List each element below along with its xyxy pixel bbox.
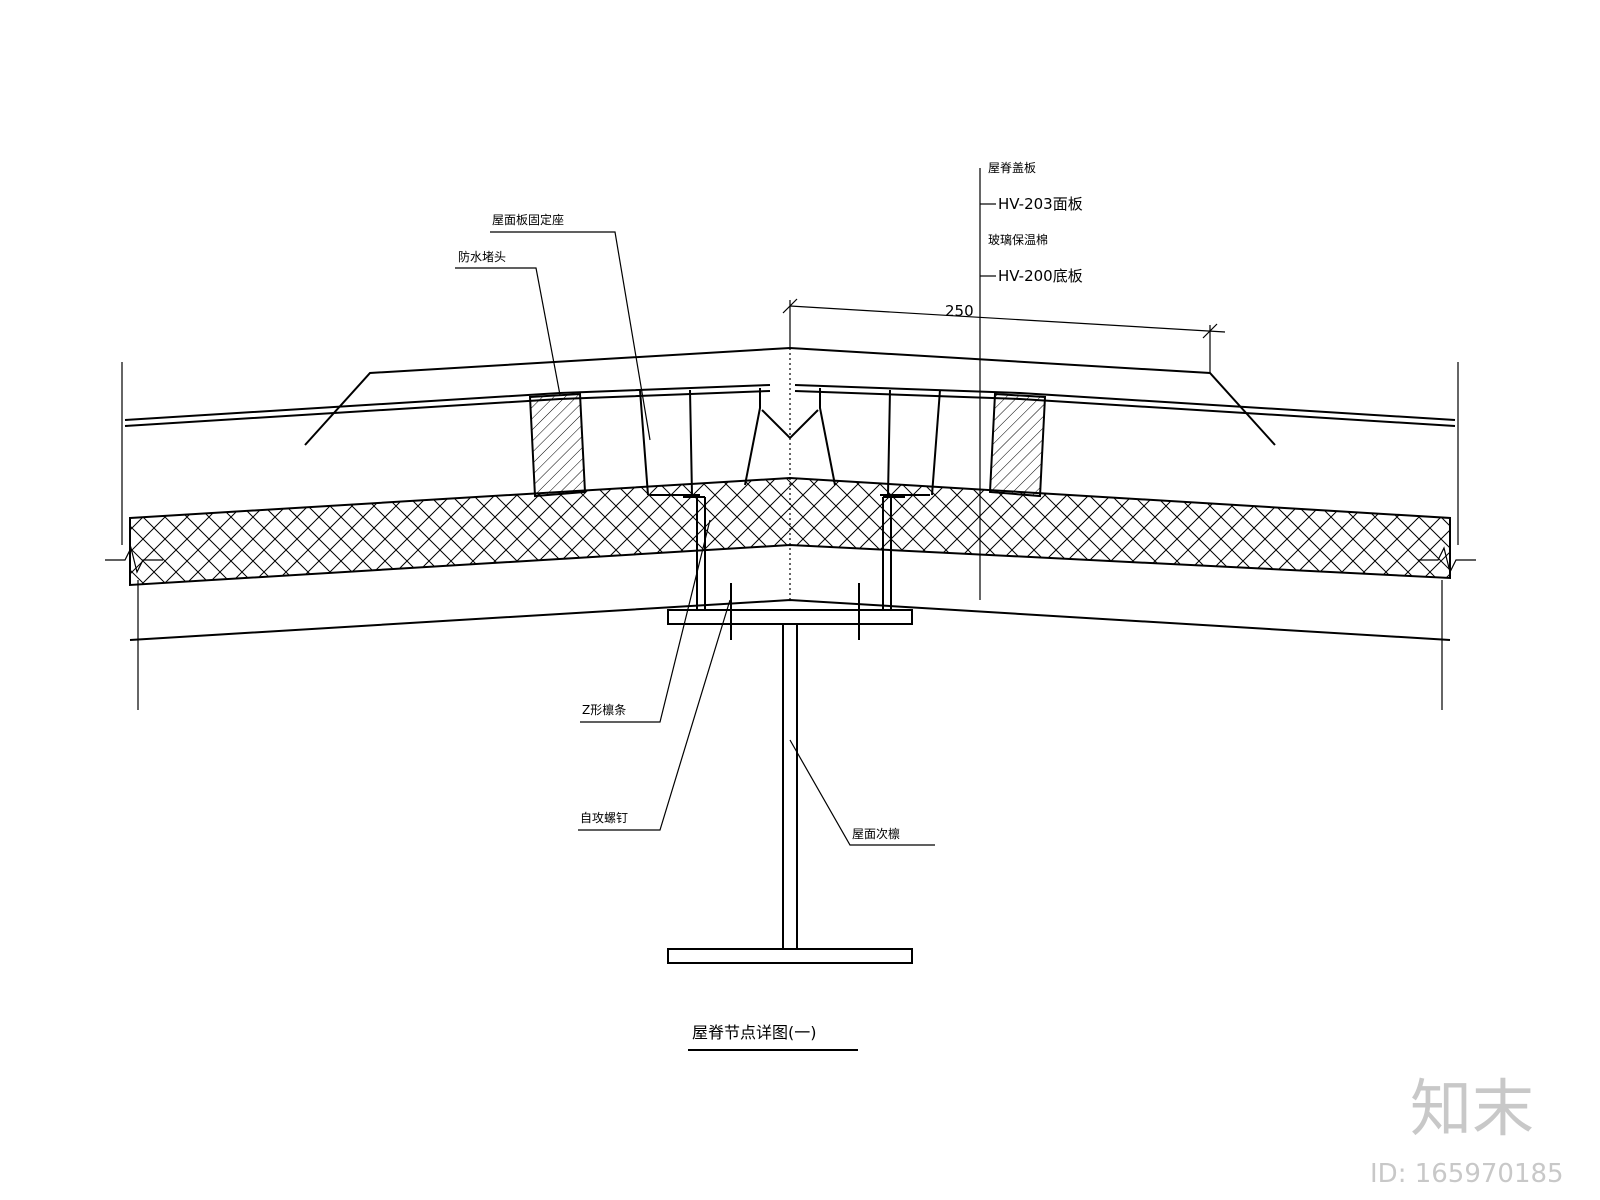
leader-secondary-purlin: 屋面次檩: [789, 739, 935, 846]
label-ridge-cap: 屋脊盖板: [988, 161, 1036, 175]
right-label-stack: 屋脊盖板 HV-203面板 玻璃保温棉 HV-200底板: [979, 161, 1083, 600]
ridge-cap-plate: [304, 346, 1276, 446]
dimension-250: 250: [782, 298, 1226, 373]
dimension-value: 250: [945, 302, 974, 320]
label-secondary-purlin: 屋面次檩: [852, 826, 900, 841]
watermark-brand: 知末: [1410, 1072, 1534, 1145]
label-z-purlin: Z形檩条: [582, 702, 626, 717]
label-fixing-seat: 屋面板固定座: [492, 212, 564, 227]
waterproof-plugs: [528, 392, 1047, 498]
label-self-tapping-screw: 自攻螺钉: [580, 811, 628, 825]
secondary-purlin: [667, 609, 913, 964]
leader-waterproof-plug: 防水堵头: [455, 249, 561, 396]
drawing-title: 屋脊节点详图(一): [688, 1023, 858, 1051]
label-glass-wool: 玻璃保温棉: [988, 233, 1048, 247]
leader-z-purlin: Z形檩条: [580, 519, 711, 723]
label-waterproof-plug: 防水堵头: [458, 249, 506, 264]
leader-fixing-seat: 屋面板固定座: [490, 212, 651, 441]
title-text: 屋脊节点详图(一): [692, 1023, 817, 1042]
watermark: 知末 ID: 165970185: [1370, 1072, 1564, 1189]
fixing-seats: [639, 389, 941, 496]
hv200-bottom-plate: [129, 598, 1451, 641]
self-tapping-screws: [730, 583, 860, 640]
leader-self-tapping-screw: 自攻螺钉: [578, 599, 731, 831]
label-hv200: HV-200底板: [998, 267, 1083, 285]
label-hv203: HV-203面板: [998, 195, 1083, 213]
watermark-id: ID: 165970185: [1370, 1159, 1564, 1189]
ridge-v-fold: [744, 388, 836, 486]
